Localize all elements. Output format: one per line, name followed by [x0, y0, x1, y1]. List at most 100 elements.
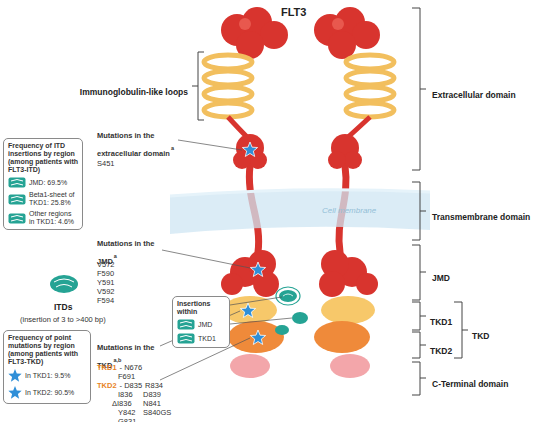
itd-stripe — [54, 279, 74, 287]
label-box: (insertion of 3 to >400 bp) — [20, 308, 106, 326]
star-shape — [8, 369, 21, 382]
itd-icon — [8, 194, 26, 205]
itd-stripe — [11, 196, 23, 202]
itd-blob — [50, 275, 78, 293]
itd-icon — [8, 213, 26, 224]
label-box: TKD1- N676 — [97, 356, 142, 374]
box-row: In TKD1: 9.5% — [8, 369, 86, 383]
mutation-name: V572 — [97, 260, 115, 269]
mutation-name: F594 — [97, 296, 114, 305]
mutation-name: ΔI836 — [112, 399, 132, 408]
label-box: D839 — [143, 383, 161, 401]
bracket — [192, 52, 204, 120]
blob-part — [260, 21, 288, 49]
info-box: Insertions withinJMDTKD1 — [172, 296, 230, 348]
itd-ring — [276, 287, 300, 305]
label-box: F594 — [97, 289, 114, 307]
info-box: Frequency of point mutations by region (… — [3, 330, 91, 404]
label-box: S840GS — [143, 401, 171, 419]
leader-lines — [160, 140, 292, 380]
itd-blob — [292, 312, 308, 324]
coil-loop — [346, 71, 394, 85]
box-heading: Frequency of ITD insertions by region (a… — [8, 142, 78, 174]
figure-title: FLT3 — [281, 6, 306, 18]
bracket — [412, 362, 426, 395]
box-row: TKD1 — [177, 333, 225, 344]
membrane-proximal-domain — [233, 134, 362, 169]
itd-blob — [279, 290, 297, 302]
tkd2-lobe — [314, 321, 370, 353]
itd-swatch — [178, 320, 195, 330]
blob-part — [239, 18, 251, 30]
bracket — [412, 332, 426, 358]
footnote-mark: a,b — [113, 357, 121, 363]
subdomain-tag: TKD2 — [97, 381, 117, 390]
subdomain-tag: TKD1 — [97, 363, 117, 372]
mutation-name: V592 — [97, 287, 115, 296]
box-row: JMD: 69.5% — [8, 177, 78, 188]
c-terminal-lobe — [330, 354, 370, 378]
blob-part — [352, 21, 380, 49]
mutation-name: S451 — [97, 159, 115, 168]
itd-label: ITDs — [54, 302, 72, 312]
mutation-name: G831 — [118, 417, 136, 422]
bracket — [454, 302, 468, 358]
label-box: TKD2- D835R834 — [97, 374, 163, 392]
domain-label: TKD1 — [430, 317, 452, 327]
box-row: JMD — [177, 319, 225, 330]
extracellular-blob — [221, 7, 380, 59]
label-box: JMD — [432, 267, 450, 285]
domain-label: JMD — [432, 273, 450, 283]
mutation-name: - D835 — [120, 381, 143, 390]
label-box: F590 — [97, 262, 114, 280]
box-row: Beta1-sheet of TKD1: 25.8% — [8, 191, 78, 207]
footnote-mark: a — [171, 145, 174, 151]
label-box: V572 — [97, 253, 115, 271]
blob-part — [356, 273, 378, 295]
star-icon — [8, 369, 22, 383]
ig-like-loops — [204, 55, 394, 117]
label-box: V592 — [97, 280, 115, 298]
itd-stripe — [180, 336, 192, 342]
label-box: N841 — [143, 392, 161, 410]
box-row: Other regions in TKD1: 4.6% — [8, 210, 78, 226]
coil-loop — [204, 71, 252, 85]
mutation-star — [250, 262, 265, 276]
itd-note: (insertion of 3 to >400 bp) — [20, 315, 106, 324]
mutation-name: D839 — [143, 390, 161, 399]
jmd-blob — [221, 250, 378, 297]
box-entry: Other regions in TKD1: 4.6% — [29, 210, 78, 226]
itd-icon — [50, 275, 78, 293]
mutation-name: Y842 — [118, 408, 136, 417]
coil-loop — [346, 55, 394, 69]
label-box: ΔI836 — [112, 392, 132, 410]
itd-blob — [275, 325, 289, 335]
label-box: Transmembrane domain — [432, 206, 530, 224]
box-heading: Frequency of point mutations by region (… — [8, 334, 86, 366]
domain-label: Transmembrane domain — [432, 212, 530, 222]
label-box: C-Terminal domain — [432, 373, 508, 391]
mutation-name: Y591 — [97, 278, 115, 287]
tkd2-lobe — [228, 321, 284, 353]
itd-icon — [8, 177, 26, 188]
bracket — [412, 182, 426, 240]
itd-insertions — [275, 287, 308, 335]
box-entry: Beta1-sheet of TKD1: 25.8% — [29, 191, 78, 207]
mutation-star — [242, 142, 257, 156]
label-box: Mutations in the extracellular domaina — [97, 124, 177, 161]
itd-swatch — [9, 194, 26, 204]
leader-line — [230, 297, 282, 305]
linker — [347, 117, 370, 138]
box-entry: In TKD1: 9.5% — [25, 372, 70, 380]
domain-label: Extracellular domain — [432, 90, 516, 100]
title-box: FLT3 — [281, 2, 306, 20]
label-box: Immunoglobulin-like loops — [50, 81, 188, 99]
linker — [228, 117, 248, 138]
label-box: TKD — [472, 325, 489, 343]
star-icon — [8, 386, 22, 400]
box-entry: JMD — [198, 321, 212, 329]
itd-swatch — [9, 213, 26, 223]
region-label: Immunoglobulin-like loops — [80, 87, 188, 97]
blob-part — [221, 273, 243, 295]
domain-label: C-Terminal domain — [432, 379, 508, 389]
